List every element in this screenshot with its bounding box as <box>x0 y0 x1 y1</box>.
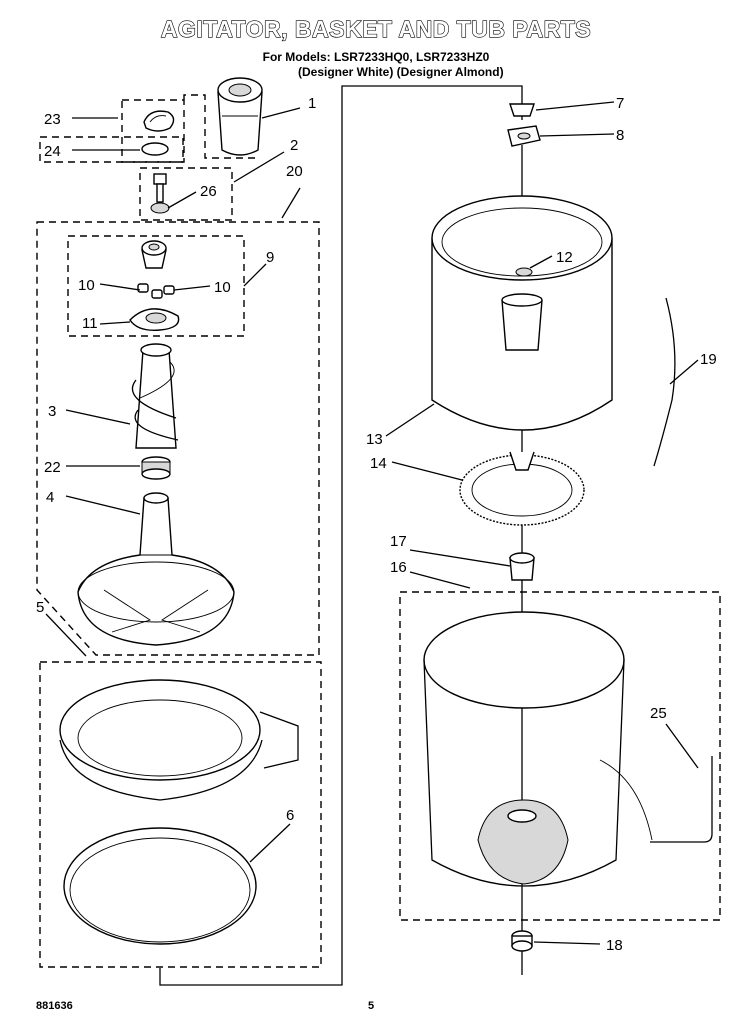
callout-26: 26 <box>200 183 217 200</box>
callout-17: 17 <box>390 533 407 550</box>
agitator-dogs <box>137 283 175 299</box>
basket-drive-hub <box>459 451 585 526</box>
callout-23: 23 <box>44 111 61 128</box>
dog-cam-plate <box>129 308 180 331</box>
spin-basket <box>431 195 613 431</box>
callout-2: 2 <box>290 137 298 154</box>
document-code: 881636 <box>36 1000 73 1012</box>
callout-8: 8 <box>616 127 624 144</box>
group-box-5 <box>39 661 322 968</box>
callout-1: 1 <box>308 95 316 112</box>
balance-ring <box>59 679 299 801</box>
tub-seal <box>511 930 533 952</box>
page-number: 5 <box>368 1000 375 1012</box>
group-box-16 <box>399 591 721 921</box>
group-box-23 <box>121 99 185 163</box>
callout-12: 12 <box>556 249 573 266</box>
callout-5: 5 <box>36 599 44 616</box>
page-title: AGITATOR, BASKET AND TUB PARTS <box>160 15 592 42</box>
callout-9: 9 <box>266 249 274 266</box>
callout-11: 11 <box>82 315 98 332</box>
agitator-bearing <box>141 456 171 480</box>
assembly-connector <box>159 85 523 986</box>
callout-16: 16 <box>390 559 407 576</box>
agitator-dog-cam <box>141 240 167 269</box>
cap-ring <box>141 142 169 156</box>
overflow-hose <box>653 297 676 467</box>
spin-nut <box>509 103 535 117</box>
callout-10-left: 10 <box>78 277 95 294</box>
callout-20: 20 <box>286 163 303 180</box>
agitator-auger <box>131 343 179 449</box>
spanner-wrench <box>507 125 541 147</box>
model-numbers: For Models: LSR7233HQ0, LSR7233HZ0 <box>262 50 490 64</box>
callout-24: 24 <box>44 143 61 160</box>
callout-13: 13 <box>366 431 383 448</box>
callout-18: 18 <box>606 937 623 954</box>
designer-colors: (Designer White) (Designer Almond) <box>298 65 504 79</box>
callout-22: 22 <box>44 459 61 476</box>
retaining-ring <box>63 827 257 945</box>
agitator-bolt <box>150 173 170 214</box>
callout-3: 3 <box>48 403 56 420</box>
callout-14: 14 <box>370 455 387 472</box>
group-box-9 <box>67 235 245 337</box>
callout-4: 4 <box>46 489 54 506</box>
callout-7: 7 <box>616 95 624 112</box>
agitator-base <box>77 492 235 646</box>
group-box-20 <box>36 221 320 656</box>
callout-10-right: 10 <box>214 279 231 296</box>
drain-hose <box>599 756 713 843</box>
callout-19: 19 <box>700 351 717 368</box>
outer-tub <box>423 611 625 887</box>
callout-25: 25 <box>650 705 667 722</box>
drive-block <box>509 552 535 581</box>
agitator-cap <box>217 77 263 156</box>
leader-lines <box>45 101 699 945</box>
callout-numbers: 1 2 20 23 24 26 9 10 10 11 3 22 4 5 6 7 … <box>36 95 717 954</box>
cap-seal <box>143 110 175 132</box>
callout-6: 6 <box>286 807 294 824</box>
